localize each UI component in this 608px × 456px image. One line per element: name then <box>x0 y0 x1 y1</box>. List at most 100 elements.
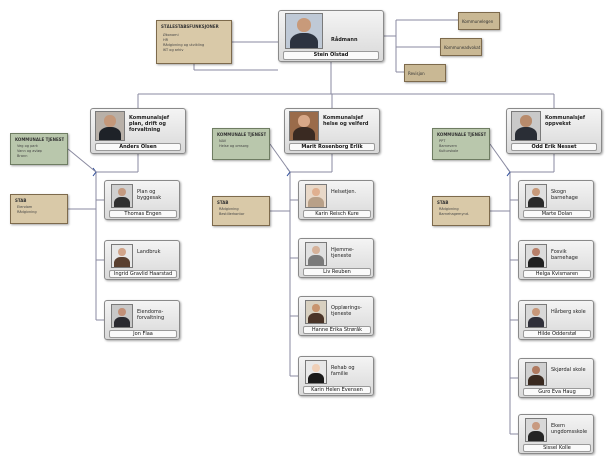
subunit-leader-name: Liv Reuben <box>303 268 371 276</box>
subunit-role: Opplærings-tjeneste <box>331 305 362 317</box>
subunit-leader-name: Helga Kvismaren <box>523 270 591 278</box>
leader-photo <box>95 111 125 141</box>
subunit-leader-name: Ingrid Gravlid Haarstad <box>109 270 177 278</box>
subunit-role: Eiendoms-forvaltning <box>137 309 165 321</box>
note-line: PPT <box>439 139 446 143</box>
note-title: KOMMUNALE TJENESTER <box>15 137 64 142</box>
subunit-box[interactable]: Helsetjen. Karin Reisch Kure <box>298 180 374 220</box>
note-title: KOMMUNALE TJENESTER <box>437 132 486 137</box>
subunit-leader-photo <box>305 300 327 324</box>
subunit-role: Fosvik barnehage <box>551 249 578 261</box>
subunit-leader-photo <box>525 418 547 442</box>
note-title: STAB <box>437 200 449 205</box>
subunit-leader-photo <box>111 184 133 208</box>
subunit-role: Landbruk <box>137 249 161 255</box>
small-box-1: Kommunelegen <box>458 12 500 30</box>
leader-name: Marit Rosenborg Erlik <box>289 143 375 151</box>
subunit-role: Plan og byggesak <box>137 189 162 201</box>
subunit-leader-photo <box>111 244 133 268</box>
subunit-leader-name: Guro Eva Haug <box>523 388 591 396</box>
small-box-label: Revisjon <box>408 71 425 76</box>
services-note: KOMMUNALE TJENESTERNAVHelse og omsorg <box>212 128 270 160</box>
leader-role: Kommunalsjef plan, drift og forvaltning <box>129 115 170 133</box>
subunit-role: Hjemme-tjeneste <box>331 247 354 259</box>
note-line: Eiendom <box>17 205 33 209</box>
leader-role: Kommunalsjef oppvekst <box>545 115 586 127</box>
connector-line <box>269 143 291 173</box>
small-box-label: Kommunelegen <box>462 19 494 24</box>
note-line: Vann og avløp <box>17 149 42 153</box>
subunit-leader-name: Marte Dolan <box>523 210 591 218</box>
services-note: KOMMUNALE TJENESTER PPTBarnevernKultursko… <box>432 128 490 160</box>
note-line: IKT og arkiv <box>163 48 184 52</box>
note-line: Barnehagemynd. <box>439 212 470 216</box>
note-line: Barnevern <box>439 144 458 148</box>
subunit-leader-name: Hilde Odderstøl <box>523 330 591 338</box>
note-line: Bestillerkontor <box>219 212 245 216</box>
note-title: STAB <box>15 198 27 203</box>
leader-name: Odd Erik Nesset <box>511 143 597 151</box>
note-line: Økonomi <box>163 33 179 37</box>
subunit-role: Hårberg skole <box>551 309 586 315</box>
subunit-leader-name: Thomas Engen <box>109 210 177 218</box>
note-line: Veg og park <box>17 144 38 148</box>
subunit-role: Ekern ungdomsskole <box>551 423 588 435</box>
note-line: Rådgivning <box>17 210 37 214</box>
note-line: Rådgivning <box>219 207 239 211</box>
chief-executive-name: Stein Olstad <box>283 51 379 60</box>
chief-executive-box[interactable]: Rådmann Stein Olstad <box>278 10 384 62</box>
note-line: Kulturskole <box>439 149 459 153</box>
subunit-leader-name: Jon Flaa <box>109 330 177 338</box>
subunit-role: Skjørdal skole <box>551 367 586 373</box>
subunit-leader-photo <box>525 244 547 268</box>
subunit-role: Skogn barnehage <box>551 189 578 201</box>
subunit-role: Helsetjen. <box>331 189 357 195</box>
subunit-leader-photo <box>305 184 327 208</box>
note-line: Rådgivning og utvikling <box>163 43 205 47</box>
leader-role: Kommunalsjef helse og velferd <box>323 115 369 127</box>
note-line: HR <box>163 38 169 42</box>
leader-name: Anders Olsen <box>95 143 181 151</box>
subunit-leader-name: Karin Reisch Kure <box>303 210 371 218</box>
note-title: KOMMUNALE TJENESTER <box>217 132 266 137</box>
subunit-role: Rehab og familie <box>331 365 355 377</box>
note-title: STÅLESTABSFUNKSJONER <box>161 24 219 29</box>
connector-line <box>67 148 97 173</box>
leader-photo <box>289 111 319 141</box>
note-title: STAB <box>217 200 229 205</box>
chief-executive-photo <box>285 13 323 49</box>
subunit-leader-photo <box>525 304 547 328</box>
subunit-leader-name: Hanne Erika Strøråk <box>303 326 371 334</box>
chief-executive-role: Rådmann <box>331 37 358 43</box>
connector-line <box>489 143 511 173</box>
subunit-leader-photo <box>525 184 547 208</box>
small-box-label: Kommuneadvokat <box>444 45 481 50</box>
note-line: NAV <box>219 139 227 143</box>
subunit-leader-photo <box>305 242 327 266</box>
subunit-leader-name: Karin Helen Evensen <box>303 386 371 394</box>
small-box-3: Revisjon <box>404 64 446 82</box>
subunit-leader-name: Sissel Kolle <box>523 444 591 452</box>
note-line: Brann <box>17 154 28 158</box>
subunit-leader-photo <box>305 360 327 384</box>
